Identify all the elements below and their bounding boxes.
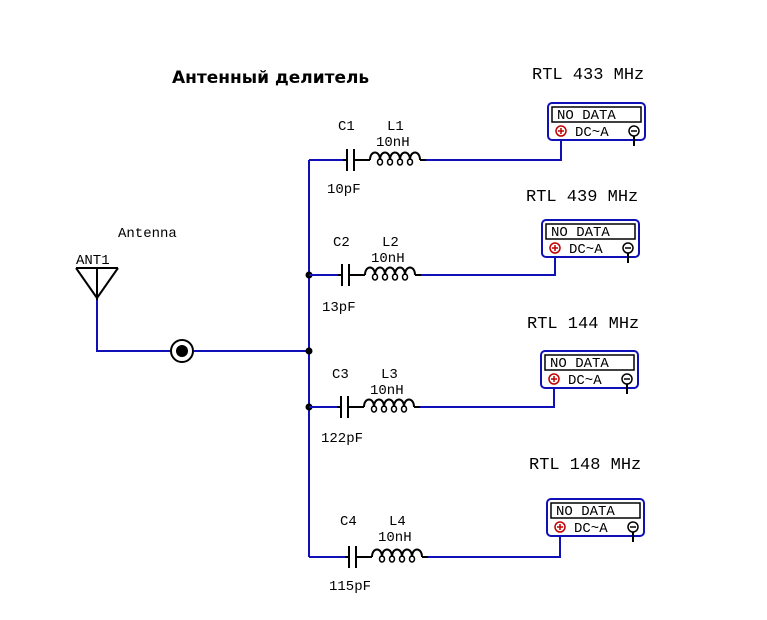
receiver-label: RTL 144 MHz: [527, 315, 639, 334]
capacitor-value: 10pF: [327, 182, 361, 198]
minus-terminal-icon: [622, 242, 634, 263]
plus-terminal-icon: [548, 373, 560, 385]
capacitor-icon: [337, 396, 364, 418]
plus-terminal-icon: [549, 242, 561, 254]
meter-mode-text: DC~A: [568, 373, 602, 389]
coax-connector-icon: [170, 339, 194, 363]
junction-dot: [305, 347, 313, 355]
meter-wire: [426, 137, 562, 161]
capacitor-icon: [338, 264, 365, 286]
inductor-icon: [364, 266, 421, 281]
capacitor-value: 115pF: [329, 579, 371, 595]
inductor-value: 10nH: [378, 530, 412, 546]
capacitor-icon: [343, 149, 370, 171]
inductor-designator: L3: [381, 367, 398, 383]
meter-display-text: NO DATA: [550, 356, 609, 372]
inductor-value: 10nH: [376, 135, 410, 151]
inductor-designator: L4: [389, 514, 406, 530]
antenna-designator: ANT1: [76, 253, 110, 269]
antenna-label: Antenna: [118, 226, 177, 242]
inductor-icon: [371, 548, 428, 563]
capacitor-value: 122pF: [321, 431, 363, 447]
antenna-icon: [75, 267, 119, 300]
inductor-value: 10nH: [371, 251, 405, 267]
inductor-designator: L2: [382, 235, 399, 251]
meter-display-text: NO DATA: [557, 108, 616, 124]
meter-mode-text: DC~A: [569, 242, 603, 258]
inductor-icon: [369, 151, 426, 166]
meter-display-text: NO DATA: [556, 504, 615, 520]
plus-terminal-icon: [555, 125, 567, 137]
meter-wire: [421, 254, 556, 276]
minus-terminal-icon: [621, 373, 633, 394]
inductor-value: 10nH: [370, 383, 404, 399]
capacitor-icon: [345, 546, 372, 568]
inductor-icon: [363, 398, 420, 413]
diagram-title: Антенный делитель: [172, 68, 369, 88]
minus-terminal-icon: [627, 521, 639, 542]
capacitor-designator: C2: [333, 235, 350, 251]
meter-wire: [420, 385, 555, 408]
capacitor-designator: C4: [340, 514, 357, 530]
meter-mode-text: DC~A: [574, 521, 608, 537]
meter-display: [544, 354, 635, 371]
receiver-label: RTL 433 MHz: [532, 66, 644, 85]
meter-display: [550, 502, 641, 519]
inductor-designator: L1: [387, 119, 404, 135]
feed-line: [96, 300, 309, 352]
meter-display-text: NO DATA: [551, 225, 610, 241]
receiver-label: RTL 439 MHz: [526, 188, 638, 207]
meter-mode-text: DC~A: [575, 125, 609, 141]
meter-display: [545, 223, 636, 240]
capacitor-designator: C3: [332, 367, 349, 383]
minus-terminal-icon: [628, 125, 640, 146]
receiver-label: RTL 148 MHz: [529, 456, 641, 475]
meter-wire: [428, 533, 561, 558]
plus-terminal-icon: [554, 521, 566, 533]
meter-display: [551, 106, 642, 123]
capacitor-value: 13pF: [322, 300, 356, 316]
capacitor-designator: C1: [338, 119, 355, 135]
